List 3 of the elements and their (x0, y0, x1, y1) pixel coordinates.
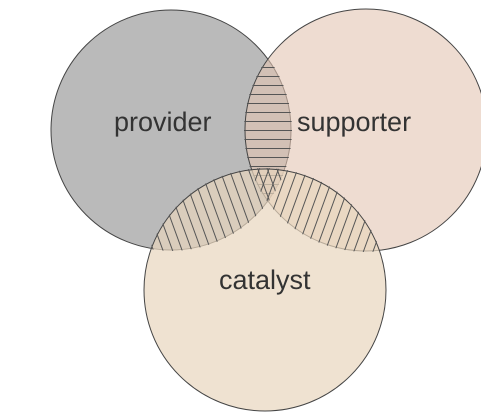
circle-label: supporter (297, 106, 412, 138)
circle-label: provider (114, 106, 212, 138)
circle-label: catalyst (219, 264, 311, 296)
